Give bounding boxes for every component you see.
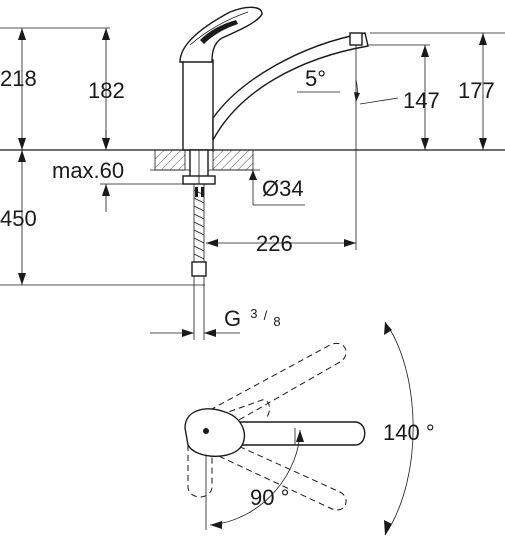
spout xyxy=(212,32,369,141)
dim-hole-diameter xyxy=(249,170,305,206)
label-outlet-height-a: 147 xyxy=(403,88,440,113)
lever-accent xyxy=(200,20,238,44)
counter-section-left xyxy=(154,149,186,171)
dim-lever-angle xyxy=(205,429,304,530)
label-thread: G 3 / 8 xyxy=(224,298,281,331)
dim-spout-angle xyxy=(297,79,399,105)
flexible-hose xyxy=(191,184,207,340)
lever-highlight xyxy=(189,11,249,46)
spout-position-upper xyxy=(209,342,347,429)
label-swivel-angle: 140 ° xyxy=(383,420,435,445)
dim-outlet-height-a xyxy=(368,44,430,150)
faucet-body xyxy=(182,59,214,151)
side-view: 218 182 450 max.60 Ø34 xyxy=(0,6,505,340)
dim-total-height xyxy=(18,28,26,150)
lever-position-dashed xyxy=(187,445,213,498)
label-thread-slash: / xyxy=(264,308,268,323)
label-spout-angle: 5° xyxy=(305,66,326,91)
dim-swivel-angle xyxy=(384,321,414,536)
label-thread-num: 3 xyxy=(250,306,257,321)
dim-outlet-height-b xyxy=(479,33,487,150)
lever-position-dashed-b xyxy=(219,399,270,419)
label-thread-prefix: G xyxy=(224,306,241,331)
label-below-counter: 450 xyxy=(0,206,37,231)
label-hole-diameter: Ø34 xyxy=(262,176,304,201)
top-view: 140 ° 90 ° xyxy=(184,321,435,536)
dim-below-counter xyxy=(18,150,26,285)
label-spout-reach: 226 xyxy=(256,231,293,256)
dim-thread xyxy=(150,329,240,337)
dim-spout-reach xyxy=(206,45,357,250)
label-outlet-height-b: 177 xyxy=(458,78,495,103)
lever-pivot-dot xyxy=(203,428,209,434)
aerator xyxy=(349,32,363,46)
spout-top-view xyxy=(214,421,366,446)
label-counter-thickness: max.60 xyxy=(52,158,124,183)
dim-counter-thickness xyxy=(100,130,185,212)
body-top-view xyxy=(184,408,246,457)
label-lever-angle: 90 ° xyxy=(250,485,289,510)
lever-handle xyxy=(179,6,263,63)
counter-section-right xyxy=(212,149,254,171)
label-total-height: 218 xyxy=(0,66,37,91)
label-spout-height: 182 xyxy=(88,78,125,103)
label-thread-den: 8 xyxy=(273,314,280,329)
spout-position-lower xyxy=(209,439,347,511)
